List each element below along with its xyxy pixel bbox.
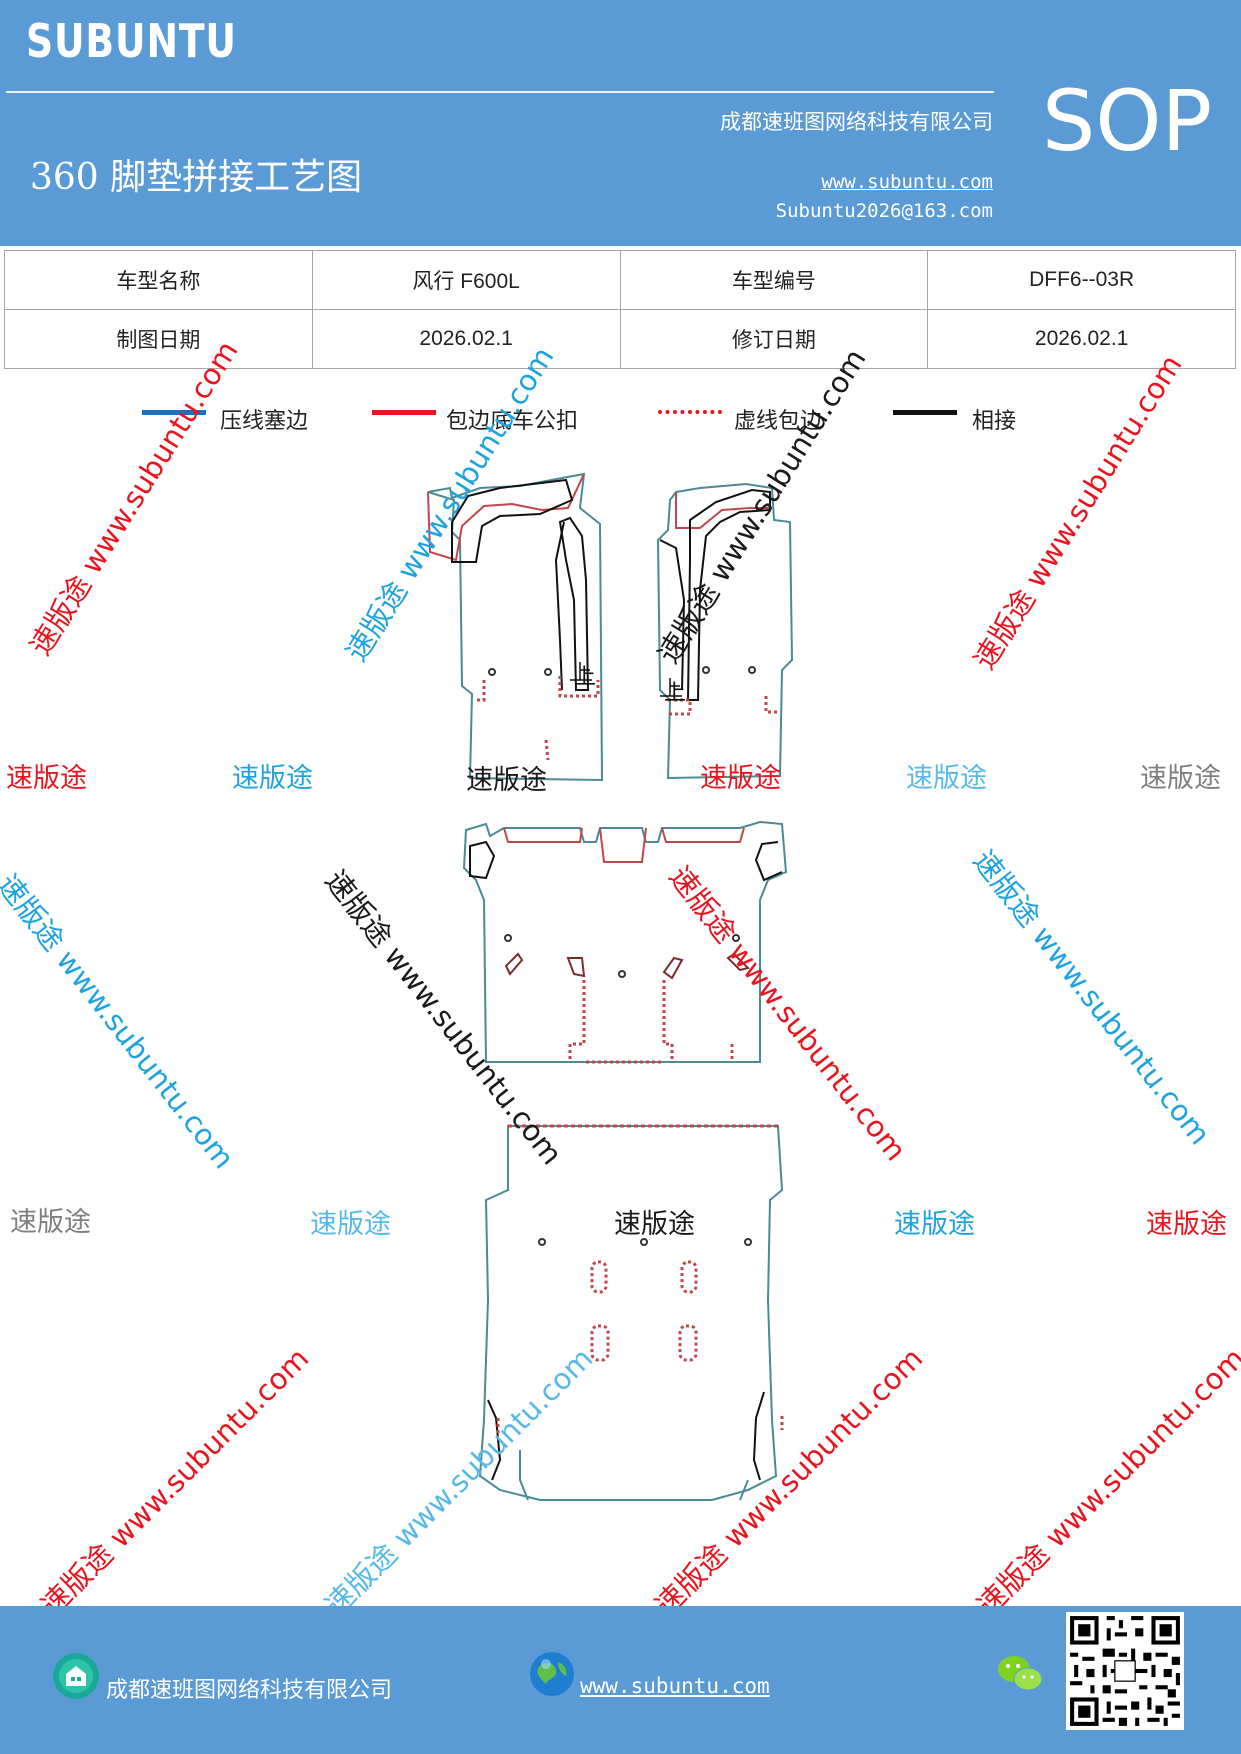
company-name: 成都速班图网络科技有限公司 <box>720 110 993 134</box>
qr-code-graphic <box>1066 1612 1184 1730</box>
watermark-text: 速版途 <box>310 1209 391 1240</box>
website-link[interactable]: www.subuntu.com <box>821 171 993 193</box>
mat-front-right <box>656 482 794 780</box>
header-banner: SUBUNTU SOP 360 脚垫拼接工艺图 成都速班图网络科技有限公司 ww… <box>0 0 1241 246</box>
mat-front-left <box>427 472 604 782</box>
footer-website[interactable]: www.subuntu.com <box>580 1674 770 1698</box>
watermark-text: 速版途 <box>232 763 313 794</box>
floor-mat-drawing: 上上 <box>427 472 794 1501</box>
value-model-code: DFF6--03R <box>927 250 1236 310</box>
watermark-text: 速版途 <box>614 1209 695 1240</box>
sop-label: SOP <box>1042 72 1213 170</box>
wechat-icon <box>998 1656 1043 1691</box>
legend-label: 虚线包边 <box>734 409 823 434</box>
value-revise-date: 2026.02.1 <box>927 309 1236 369</box>
document-title: 360 脚垫拼接工艺图 <box>30 157 363 198</box>
legend-swatch-blue <box>142 410 206 415</box>
up-direction-label: 上 <box>664 681 686 706</box>
up-direction-label: 上 <box>574 665 596 690</box>
value-model-name: 风行 F600L <box>311 250 621 310</box>
watermark-text: 速版途 <box>6 763 87 794</box>
vehicle-info-table: 车型名称 风行 F600L 车型编号 DFF6--03R 制图日期 2026.0… <box>4 250 1236 369</box>
mat-rear <box>478 1124 784 1501</box>
header-divider <box>6 91 994 93</box>
legend-swatch-red-dotted <box>658 410 722 414</box>
qr-code <box>1066 1612 1184 1730</box>
watermark-text: 速版途 <box>1140 763 1221 794</box>
table-row: 制图日期 2026.02.1 修订日期 2026.02.1 <box>4 309 1236 369</box>
label-model-name: 车型名称 <box>4 250 313 310</box>
watermark-text: 速版途 <box>1146 1209 1227 1240</box>
label-draw-date: 制图日期 <box>4 309 313 369</box>
legend-label: 相接 <box>972 409 1017 434</box>
watermark-text: 速版途 <box>906 763 987 794</box>
table-row: 车型名称 风行 F600L 车型编号 DFF6--03R <box>4 250 1236 310</box>
footer-company: 成都速班图网络科技有限公司 <box>106 1678 393 1703</box>
email-address: Subuntu2026@163.com <box>775 200 993 222</box>
watermark-text: 速版途 <box>466 765 547 796</box>
building-icon <box>53 1653 99 1699</box>
label-model-code: 车型编号 <box>619 250 929 310</box>
globe-icon <box>530 1652 574 1696</box>
legend-swatch-red <box>372 410 436 415</box>
mat-middle <box>462 820 788 1064</box>
label-revise-date: 修订日期 <box>619 309 929 369</box>
legend-swatch-black <box>893 410 957 415</box>
legend-label: 压线塞边 <box>220 409 309 434</box>
legend-label: 包边底车公扣 <box>446 409 579 434</box>
brand-logo: SUBUNTU <box>26 14 237 68</box>
value-draw-date: 2026.02.1 <box>311 309 621 369</box>
watermark-text: 速版途 <box>10 1207 91 1238</box>
watermark-text: 速版途 <box>700 763 781 794</box>
watermark-text: 速版途 <box>894 1209 975 1240</box>
